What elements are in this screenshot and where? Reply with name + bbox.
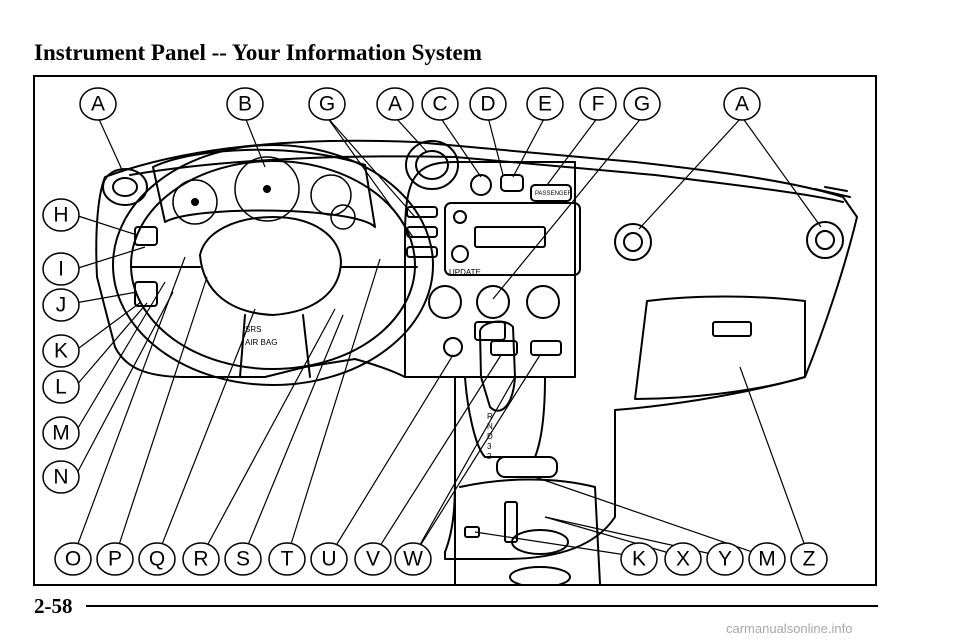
air-bag-label: AIR BAG [245,338,277,347]
svg-text:T: T [281,548,294,571]
svg-text:O: O [65,548,81,571]
callout-m-1: M [42,416,80,450]
gear-letter-r: R [487,412,493,421]
callout-j: J [42,288,80,322]
svg-text:H: H [53,204,68,227]
page-title: Instrument Panel -- Your Information Sys… [34,40,482,65]
svg-text:C: C [432,93,447,116]
svg-text:G: G [634,93,650,116]
callout-p: P [96,542,134,576]
callouts-bottom: O P Q R S T U V W K X Y M Z [54,542,828,576]
callout-k-1: K [42,334,80,368]
callout-a-2: A [376,87,414,121]
callout-x: X [664,542,702,576]
svg-text:U: U [321,548,336,571]
srs-label: SRS [245,325,261,334]
callout-s: S [224,542,262,576]
svg-text:E: E [538,93,552,116]
svg-text:N: N [53,466,68,489]
svg-text:Z: Z [803,548,816,571]
svg-text:A: A [735,93,749,116]
callout-g-1: G [308,87,346,121]
callout-n: N [42,460,80,494]
gear-shifter [479,320,516,412]
callout-b: B [226,87,264,121]
svg-text:K: K [54,340,68,363]
gear-letter-3: 3 [487,442,492,451]
center-stack [404,161,576,378]
svg-text:P: P [108,548,122,571]
gear-letter-d: D [487,432,493,441]
callouts-top: A B G A C D E F G A [79,87,761,121]
callout-e: E [526,87,564,121]
svg-text:D: D [480,93,495,116]
callout-i: I [42,252,80,286]
dash-outline [95,139,858,560]
svg-text:L: L [55,376,67,399]
gear-letter-n: N [487,422,493,431]
svg-text:S: S [236,548,250,571]
callout-d: D [469,87,507,121]
callouts-left: H I J K L M N [42,198,80,494]
callout-y: Y [706,542,744,576]
svg-text:A: A [388,93,402,116]
svg-text:J: J [56,294,67,317]
svg-text:Y: Y [718,548,732,571]
callout-k-2: K [620,542,658,576]
svg-text:R: R [193,548,208,571]
callout-g-2: G [623,87,661,121]
svg-text:G: G [319,93,335,116]
glove-box [634,295,806,400]
svg-text:K: K [632,548,646,571]
callout-t: T [268,542,306,576]
svg-text:Q: Q [149,548,165,571]
footer-rule [86,605,878,607]
callout-a-1: A [79,87,117,121]
callout-z: Z [790,542,828,576]
watermark: carmanualsonline.info [726,621,853,636]
svg-text:M: M [758,548,776,571]
update-label: UPDATE [449,268,481,277]
svg-text:V: V [366,548,380,571]
instrument-panel-illustration: SRS AIR BAG UPDATE PASSENGER R N D 3 2 [42,87,858,584]
callout-m-2: M [748,542,786,576]
steering-hub [199,216,342,316]
callout-u: U [310,542,348,576]
callout-w: W [394,542,432,576]
svg-text:X: X [676,548,690,571]
gear-letter-2: 2 [487,452,492,461]
page-number: 2-58 [34,594,73,618]
callout-o: O [54,542,92,576]
callout-h: H [42,198,80,232]
steering-wheel-outer [112,144,434,386]
svg-text:M: M [52,422,70,445]
callout-v: V [354,542,392,576]
callout-r: R [182,542,220,576]
passenger-label: PASSENGER [535,191,573,197]
instrument-panel-figure: SRS AIR BAG UPDATE PASSENGER R N D 3 2 [33,75,877,586]
svg-text:A: A [91,93,105,116]
svg-text:I: I [58,258,64,281]
callout-l: L [42,370,80,404]
callout-c: C [421,87,459,121]
callout-a-3: A [723,87,761,121]
svg-text:W: W [403,548,423,571]
callout-q: Q [138,542,176,576]
steering-wheel-inner [130,160,416,370]
callout-f: F [579,87,617,121]
svg-text:B: B [238,93,252,116]
svg-text:F: F [592,93,605,116]
